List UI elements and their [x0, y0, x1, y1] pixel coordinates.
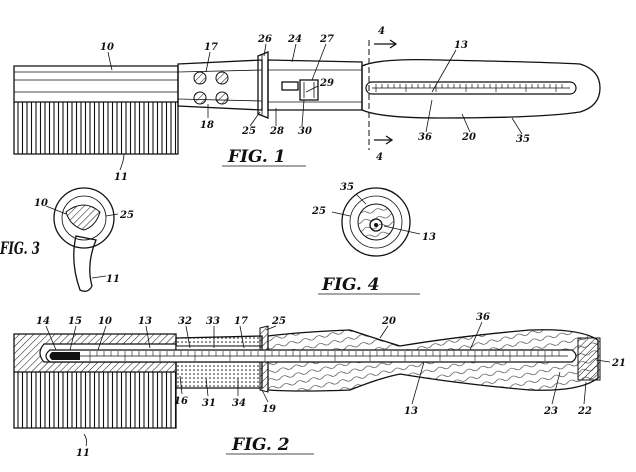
fig1-ref-label: 27 [319, 34, 334, 45]
fig4-caption: FIG. 4 [321, 275, 380, 295]
fig2-reference-labels: 14 15 10 13 32 33 17 25 20 36 21 16 31 3… [36, 312, 626, 459]
fig1-caption: FIG. 1 [227, 147, 286, 167]
fig1-reference-labels: 10 17 26 24 27 13 29 18 25 28 30 36 20 3… [100, 26, 530, 183]
fig1-ref-label: 35 [516, 134, 530, 145]
fig1-ref-label: 29 [319, 78, 334, 89]
fig2-ref-label: 32 [178, 316, 192, 327]
fig2-ref-label: 22 [577, 406, 592, 417]
fig2-ref-label: 25 [271, 316, 286, 327]
fig2-ref-label: 21 [611, 358, 626, 369]
fig4-reference-labels: 35 25 13 [311, 182, 436, 243]
fig4-ref-label: 13 [422, 232, 436, 243]
fig2-ref-label: 34 [232, 398, 246, 409]
fig3-reference-labels: 10 25 11 [34, 198, 134, 285]
fig2-ref-label: 17 [234, 316, 248, 327]
fig2-ref-label: 23 [543, 406, 558, 417]
fig2-ref-label: 16 [174, 396, 188, 407]
fig1-ref-label: 28 [269, 126, 284, 137]
fig1-ref-label: 24 [287, 34, 302, 45]
fig1-ref-label: 13 [454, 40, 468, 51]
section-mark: 4 [376, 152, 383, 163]
fig1-ref-label: 18 [200, 120, 214, 131]
fig2-ref-label: 33 [206, 316, 220, 327]
fig3-ref-label: 25 [119, 210, 134, 221]
fig1-ref-label: 10 [100, 42, 114, 53]
fig1-ref-label: 26 [257, 34, 272, 45]
fig2-ref-label: 19 [262, 404, 276, 415]
fig2-ref-label: 31 [202, 398, 216, 409]
fig3-ref-label: 10 [34, 198, 48, 209]
fig1-ref-label: 30 [298, 126, 312, 137]
fig2-ref-label: 13 [404, 406, 418, 417]
fig2-ref-label: 11 [76, 448, 90, 459]
fig1-ref-label: 25 [241, 126, 256, 137]
fig1-vent-holes [193, 71, 229, 105]
fig4-drawing [331, 187, 421, 257]
fig4-ref-label: 35 [340, 182, 354, 193]
fig2-ref-label: 20 [381, 316, 396, 327]
section-mark: 4 [378, 26, 385, 37]
fig1-ref-label: 36 [418, 132, 432, 143]
fig3-drawing [45, 187, 119, 292]
fig2-ref-label: 36 [476, 312, 490, 323]
fig1-drawing [13, 39, 601, 171]
fig2-caption: FIG. 2 [231, 435, 290, 455]
fig1-ref-label: 17 [204, 42, 218, 53]
fig2-ref-label: 14 [36, 316, 50, 327]
fig2-ref-label: 15 [68, 316, 82, 327]
fig2-ref-label: 13 [138, 316, 152, 327]
fig4-ref-label: 25 [311, 206, 326, 217]
fig1-ref-label: 11 [114, 172, 128, 183]
fig1-ref-label: 20 [461, 132, 476, 143]
fig3-ref-label: 11 [106, 274, 120, 285]
fig2-ref-label: 10 [98, 316, 112, 327]
fig3-caption: FIG. 3 [0, 239, 40, 259]
fig2-drawing [13, 321, 611, 447]
fig1-comb-teeth [13, 102, 179, 155]
